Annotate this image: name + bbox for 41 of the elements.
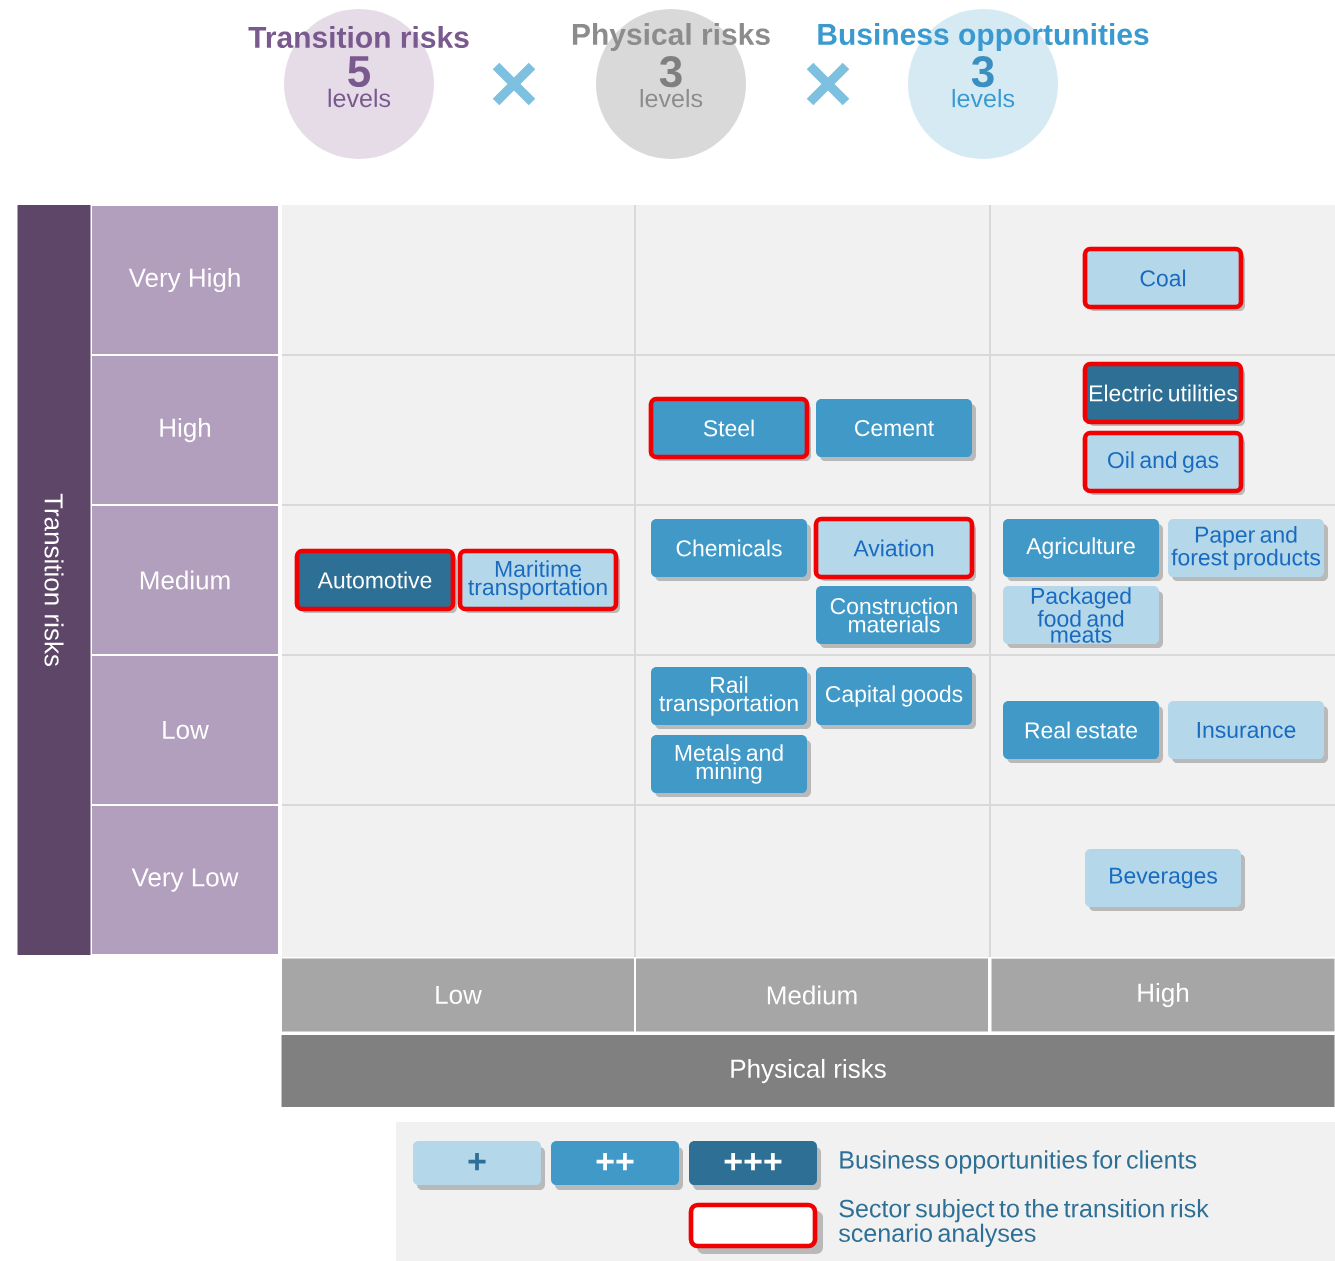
node-label: High <box>160 417 211 443</box>
sector-box: Chemicals <box>651 519 811 581</box>
circle-title: Business opportunities <box>818 23 1149 51</box>
axis-band: Physical risks <box>281 1035 1335 1107</box>
sector-box: Packaged food and meats <box>1003 586 1163 648</box>
node-label: Low <box>436 985 482 1005</box>
legend-text: Business opportunities for clients <box>840 1150 1197 1174</box>
sector-box: Aviation <box>813 516 976 581</box>
sector-box: Cement <box>816 399 976 461</box>
row-header: Medium <box>92 506 278 654</box>
row-header: Very Low <box>92 806 278 954</box>
sector-box: Insurance <box>1168 701 1328 763</box>
column-header: Medium <box>636 958 988 1032</box>
row-header: High <box>92 356 278 504</box>
node-label: Very Low <box>131 868 239 892</box>
sector-box: Paper and forest products <box>1168 519 1328 581</box>
circle-title: Transition risks <box>248 26 469 48</box>
sector-box: Construction materials <box>816 586 976 648</box>
sector-box: Automotive <box>294 548 457 613</box>
sector-box: Capital goods <box>816 667 976 729</box>
row-header: Low <box>92 656 278 804</box>
node-label: Medium <box>140 570 230 590</box>
column-header: Low <box>282 958 634 1032</box>
column-header: High <box>991 958 1335 1032</box>
circle-title: Physical risks <box>572 23 770 51</box>
sector-box: Agriculture <box>1003 519 1163 581</box>
row-header: Very High <box>92 206 278 354</box>
sector-box: Steel <box>648 396 811 461</box>
sector-box: Coal <box>1082 246 1245 311</box>
sector-box: Beverages <box>1085 849 1245 911</box>
sector-box: Rail transportation <box>651 667 811 729</box>
sector-box: Maritime transportation <box>457 548 620 613</box>
axis-band: Transition risks <box>17 205 91 955</box>
node-label: Low <box>163 720 209 740</box>
legend-text: Sector subject to the transition risk scenario analyses <box>838 1198 1209 1248</box>
sector-box: Real estate <box>1003 701 1163 763</box>
node-label: Medium <box>767 985 857 1005</box>
sector-box: Oil and gas <box>1082 430 1245 495</box>
node-label: Very High <box>128 267 240 293</box>
sector-box: Electric utilities <box>1082 361 1245 426</box>
sector-box: Metals and mining <box>651 735 811 797</box>
